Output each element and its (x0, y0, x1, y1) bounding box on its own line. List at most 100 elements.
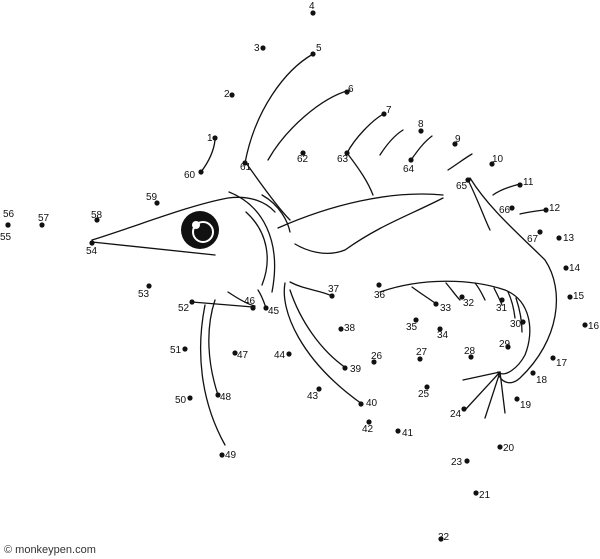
dot-label-8: 8 (418, 119, 424, 130)
dot-64[interactable] (408, 157, 414, 163)
snout-upper-line (91, 196, 276, 241)
dot-53[interactable] (146, 283, 152, 289)
dot-label-45: 45 (268, 306, 280, 317)
dot-29[interactable] (505, 344, 511, 350)
dot-43[interactable] (316, 386, 322, 392)
dot-31[interactable] (499, 297, 505, 303)
dot-label-13: 13 (563, 233, 575, 244)
dot-37[interactable] (329, 293, 335, 299)
dot-67[interactable] (537, 229, 543, 235)
leg-front-1 (191, 301, 254, 308)
dot-54[interactable] (89, 240, 95, 246)
dot-57[interactable] (39, 222, 45, 228)
dot-50[interactable] (187, 395, 193, 401)
dot-label-31: 31 (496, 303, 508, 314)
dot-14[interactable] (563, 265, 569, 271)
dot-56[interactable] (5, 222, 11, 228)
dot-13[interactable] (556, 235, 562, 241)
dot-46[interactable] (250, 305, 256, 311)
dot-28[interactable] (468, 354, 474, 360)
tail-inner-curve (379, 280, 531, 375)
numbered-dots: 1234567891011121314151617181920212223242… (0, 1, 600, 543)
dot-60[interactable] (198, 169, 204, 175)
antenna-2 (267, 89, 351, 161)
dot-59[interactable] (154, 200, 160, 206)
leg-mid-1 (283, 282, 363, 405)
dot-16[interactable] (582, 322, 588, 328)
back-curve (469, 177, 557, 384)
dot-label-10: 10 (492, 154, 504, 165)
dot-label-26: 26 (371, 351, 383, 362)
dot-26[interactable] (371, 359, 377, 365)
dot-42[interactable] (366, 419, 372, 425)
dot-36[interactable] (376, 282, 382, 288)
dot-40[interactable] (358, 401, 364, 407)
dot-5[interactable] (310, 51, 316, 57)
dot-18[interactable] (530, 370, 536, 376)
dot-52[interactable] (189, 299, 195, 305)
dot-62[interactable] (300, 150, 306, 156)
dot-63[interactable] (344, 150, 350, 156)
dot-65[interactable] (465, 177, 471, 183)
dot-label-23: 23 (451, 457, 463, 468)
dot-10[interactable] (489, 161, 495, 167)
dot-27[interactable] (417, 356, 423, 362)
dot-66[interactable] (509, 205, 515, 211)
dot-label-9: 9 (455, 134, 461, 145)
leg-mid-3 (289, 289, 347, 369)
dot-45[interactable] (263, 305, 269, 311)
dot-22[interactable] (438, 536, 444, 542)
dot-24[interactable] (461, 406, 467, 412)
dot-label-39: 39 (350, 364, 362, 375)
dot-58[interactable] (94, 217, 100, 223)
dot-label-11: 11 (523, 177, 534, 188)
dot-61[interactable] (242, 160, 248, 166)
dot-8[interactable] (418, 128, 424, 134)
dot-25[interactable] (424, 384, 430, 390)
dot-label-2: 2 (224, 89, 230, 100)
dot-4[interactable] (310, 10, 316, 16)
watermark: © monkeypen.com (4, 544, 96, 556)
dot-44[interactable] (286, 351, 292, 357)
dot-41[interactable] (395, 428, 401, 434)
dot-21[interactable] (473, 490, 479, 496)
dot-label-64: 64 (403, 164, 415, 175)
body-blade-bottom (294, 197, 444, 254)
dot-49[interactable] (219, 452, 225, 458)
belly-seg-5 (507, 291, 516, 319)
dot-2[interactable] (229, 92, 235, 98)
dot-17[interactable] (550, 355, 556, 361)
dot-20[interactable] (497, 444, 503, 450)
dot-35[interactable] (413, 317, 419, 323)
dot-30[interactable] (520, 319, 526, 325)
dot-32[interactable] (459, 294, 465, 300)
dot-19[interactable] (514, 396, 520, 402)
dot-39[interactable] (342, 365, 348, 371)
dot-23[interactable] (464, 458, 470, 464)
dot-label-63: 63 (337, 154, 349, 165)
dot-label-42: 42 (362, 424, 374, 435)
dot-label-56: 56 (3, 209, 15, 220)
dot-9[interactable] (452, 141, 458, 147)
dot-7[interactable] (381, 111, 387, 117)
dot-48[interactable] (215, 392, 221, 398)
antenna-3 (346, 112, 386, 154)
dot-15[interactable] (567, 294, 573, 300)
dot-6[interactable] (344, 89, 350, 95)
dot-3[interactable] (260, 45, 266, 51)
eye-ring (192, 221, 214, 243)
dot-33[interactable] (433, 301, 439, 307)
dot-1[interactable] (212, 135, 218, 141)
dot-47[interactable] (232, 350, 238, 356)
dot-12[interactable] (543, 207, 549, 213)
dot-11[interactable] (517, 182, 523, 188)
dot-51[interactable] (182, 346, 188, 352)
shrimp-outline (91, 53, 557, 446)
dot-34[interactable] (437, 326, 443, 332)
head-curve-2 (245, 211, 268, 286)
dot-38[interactable] (338, 326, 344, 332)
dot-label-18: 18 (536, 375, 548, 386)
leg-front-3 (199, 304, 226, 446)
dot-label-36: 36 (374, 290, 386, 301)
